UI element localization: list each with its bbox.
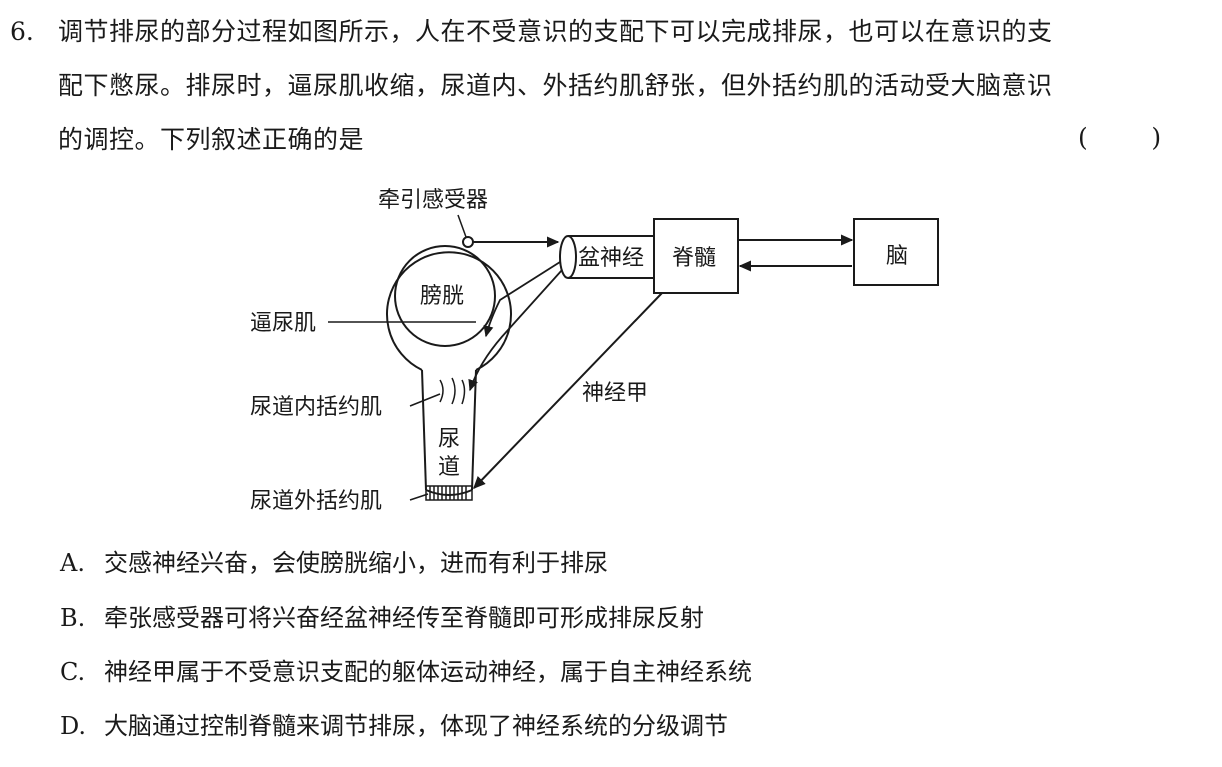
- option-c[interactable]: C. 神经甲属于不受意识支配的躯体运动神经，属于自主神经系统: [60, 654, 752, 690]
- bladder-shape: [386, 245, 512, 371]
- label-leaders: [328, 214, 476, 501]
- option-b[interactable]: B. 牵张感受器可将兴奋经盆神经传至脊髓即可形成排尿反射: [60, 600, 704, 636]
- option-d-text: 大脑通过控制脊髓来调节排尿，体现了神经系统的分级调节: [104, 712, 728, 740]
- efferent-pathways: [468, 261, 563, 392]
- option-d[interactable]: D. 大脑通过控制脊髓来调节排尿，体现了神经系统的分级调节: [60, 708, 728, 744]
- inner-sphincter-marks: [439, 377, 466, 405]
- nerve-a-pathway: [473, 292, 663, 490]
- bladder-label: 膀胱: [420, 284, 464, 309]
- option-c-text: 神经甲属于不受意识支配的躯体运动神经，属于自主神经系统: [104, 658, 752, 686]
- outer-sphincter-hatch: [425, 485, 473, 501]
- receptor-label: 牵引感受器: [378, 188, 488, 213]
- spinal-brain-tracts: [738, 234, 854, 272]
- urethra-label-1: 尿: [438, 427, 460, 452]
- option-a-letter: A.: [60, 549, 85, 577]
- question-text-line-1: 调节排尿的部分过程如图所示，人在不受意识的支配下可以完成排尿，也可以在意识的支: [58, 17, 1053, 46]
- option-c-letter: C.: [60, 658, 86, 686]
- option-d-letter: D.: [60, 712, 87, 740]
- nerve-a-label: 神经甲: [582, 381, 648, 406]
- option-a-text: 交感神经兴奋，会使膀胱缩小，进而有利于排尿: [104, 549, 608, 577]
- option-b-text: 牵张感受器可将兴奋经盆神经传至脊髓即可形成排尿反射: [104, 604, 704, 632]
- urethra-label-2: 道: [438, 455, 460, 480]
- brain-label: 脑: [886, 244, 908, 269]
- pelvic-nerve-label: 盆神经: [578, 246, 644, 271]
- question-number: 6.: [10, 17, 34, 46]
- brain-box: [853, 218, 939, 286]
- detrusor-label: 逼尿肌: [250, 311, 316, 336]
- question-text-line-3: 的调控。下列叙述正确的是: [58, 125, 365, 154]
- answer-blank: ( ): [1078, 123, 1162, 152]
- inner-sphincter-label: 尿道内括约肌: [250, 395, 382, 420]
- spinal-cord-box: [653, 218, 739, 294]
- receptor-marker: [462, 236, 474, 248]
- spinal-cord-label: 脊髓: [672, 246, 716, 271]
- outer-sphincter-label: 尿道外括约肌: [250, 489, 382, 514]
- option-b-letter: B.: [60, 604, 86, 632]
- question-text-line-2: 配下憋尿。排尿时，逼尿肌收缩，尿道内、外括约肌舒张，但外括约肌的活动受大脑意识: [58, 71, 1053, 100]
- option-a[interactable]: A. 交感神经兴奋，会使膀胱缩小，进而有利于排尿: [60, 545, 608, 581]
